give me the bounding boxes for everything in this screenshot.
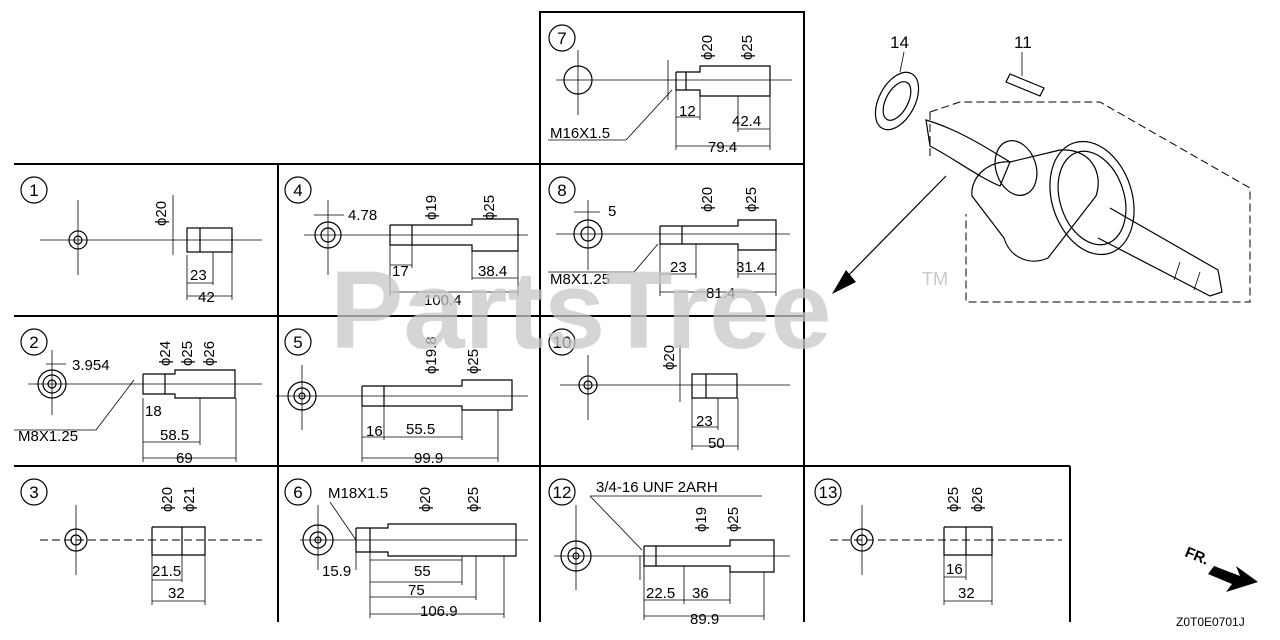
panel-7: 7 ϕ20 ϕ25 12 42.4 M16X1.5 79.4 [548, 24, 792, 156]
panel-number-5: 5 [293, 333, 302, 352]
label-m8x1-25: M8X1.25 [550, 271, 610, 288]
label-dia-20: ϕ20 [699, 35, 716, 60]
label-4-78: 4.78 [348, 207, 377, 224]
label-dia-25: ϕ25 [945, 487, 962, 512]
label-dia-20: ϕ20 [699, 187, 716, 212]
panel-number-1: 1 [29, 181, 38, 200]
label-106-9: 106.9 [420, 603, 458, 620]
crank-counterweight [971, 149, 1099, 262]
label-36: 36 [692, 585, 709, 602]
label-38-4: 38.4 [478, 263, 507, 280]
panel-1: 1 ϕ20 23 42 [20, 176, 262, 306]
panel-2: 2 3.954 ϕ24 ϕ25 ϕ26 18 M8X1.25 58.5 69 [14, 328, 262, 467]
label-unf-thread: 3/4-16 UNF 2ARH [596, 479, 718, 496]
front-direction-indicator: FR. [1183, 544, 1258, 592]
label-81-4: 81.4 [706, 285, 735, 302]
panel-number-4: 4 [293, 181, 302, 200]
label-dia-24: ϕ24 [157, 341, 174, 366]
label-58-5: 58.5 [160, 427, 189, 444]
callout-14: 14 [890, 33, 909, 52]
label-dia-20: ϕ20 [153, 201, 170, 226]
label-dia-26: ϕ26 [969, 487, 986, 512]
label-75: 75 [408, 582, 425, 599]
washer-illustration [874, 71, 920, 131]
label-dia-26: ϕ26 [201, 341, 218, 366]
label-dia-19-8: ϕ19.8 [423, 336, 440, 374]
label-99-9: 99.9 [414, 450, 443, 467]
panel-13: 13 ϕ25 ϕ26 16 32 [814, 478, 1062, 605]
label-42: 42 [198, 289, 215, 306]
label-dia-25: ϕ25 [743, 187, 760, 212]
panel-6: 6 M18X1.5 ϕ20 ϕ25 15.9 55 75 106.9 [284, 478, 528, 620]
label-dia-25: ϕ25 [739, 35, 756, 60]
label-16: 16 [946, 561, 963, 578]
panel-number-12: 12 [553, 483, 572, 502]
panel-12: 12 3/4-16 UNF 2ARH ϕ19 ϕ25 22.5 36 89.9 [548, 478, 790, 628]
label-31-4: 31.4 [736, 259, 765, 276]
label-m16x1-5: M16X1.5 [550, 125, 610, 142]
label-55-5: 55.5 [406, 421, 435, 438]
label-dia-21: ϕ21 [181, 487, 198, 512]
panel-number-8: 8 [557, 181, 566, 200]
panel-3: 3 ϕ20 ϕ21 21.5 32 [20, 478, 262, 605]
label-dia-19: ϕ19 [423, 195, 440, 220]
label-5: 5 [608, 203, 616, 220]
label-100-4: 100.4 [424, 292, 462, 309]
panel-4: 4 4.78 ϕ19 ϕ25 17 38.4 100.4 [284, 176, 528, 309]
label-22-5: 22.5 [646, 585, 675, 602]
diagram-code: Z0T0E0701J [1176, 615, 1245, 629]
label-89-9: 89.9 [690, 611, 719, 628]
fr-label: FR. [1183, 544, 1212, 569]
label-55: 55 [414, 563, 431, 580]
label-18: 18 [145, 403, 162, 420]
label-m8x1-25: M8X1.25 [18, 428, 78, 445]
label-12: 12 [679, 103, 696, 120]
panel-8: 8 5 ϕ20 ϕ25 23 31.4 M8X1.25 81.4 [548, 176, 790, 302]
fr-arrow-icon [1208, 566, 1258, 592]
panel-number-10: 10 [553, 333, 572, 352]
panel-10: 10 ϕ20 23 50 [548, 328, 790, 452]
label-dia-19: ϕ19 [693, 507, 710, 532]
label-79-4: 79.4 [708, 139, 737, 156]
key-illustration [1005, 73, 1045, 97]
callout-11: 11 [1014, 33, 1032, 52]
panel-number-6: 6 [293, 483, 302, 502]
label-3-954: 3.954 [72, 357, 110, 374]
label-15-9: 15.9 [322, 563, 351, 580]
label-50: 50 [708, 435, 725, 452]
label-dia-25: ϕ25 [465, 349, 482, 374]
watermark: PartsTree [330, 249, 831, 372]
panel-number-13: 13 [819, 483, 838, 502]
label-dia-25: ϕ25 [179, 341, 196, 366]
label-17: 17 [392, 263, 409, 280]
label-23: 23 [670, 259, 687, 276]
crankshaft-assembly-illustration: 14 11 [832, 33, 1251, 303]
label-42-4: 42.4 [732, 113, 761, 130]
label-dia-20: ϕ20 [417, 487, 434, 512]
crank-gear [1049, 140, 1135, 256]
label-69: 69 [176, 450, 193, 467]
panel-number-7: 7 [557, 29, 566, 48]
panel-grid [14, 11, 1071, 622]
label-dia-25: ϕ25 [725, 507, 742, 532]
label-dia-25: ϕ25 [465, 487, 482, 512]
label-dia-25: ϕ25 [481, 195, 498, 220]
panel-5: 5 ϕ19.8 ϕ25 16 55.5 99.9 [276, 328, 528, 467]
label-m18x1-5: M18X1.5 [328, 485, 388, 502]
label-23: 23 [696, 413, 713, 430]
label-16: 16 [366, 423, 383, 440]
label-dia-20: ϕ20 [159, 487, 176, 512]
label-32: 32 [168, 585, 185, 602]
watermark-tm: TM [922, 269, 948, 289]
label-32: 32 [958, 585, 975, 602]
label-23: 23 [190, 267, 207, 284]
label-dia-20: ϕ20 [661, 345, 678, 370]
label-21-5: 21.5 [152, 563, 181, 580]
panel-number-2: 2 [29, 333, 38, 352]
panel-number-3: 3 [29, 483, 38, 502]
